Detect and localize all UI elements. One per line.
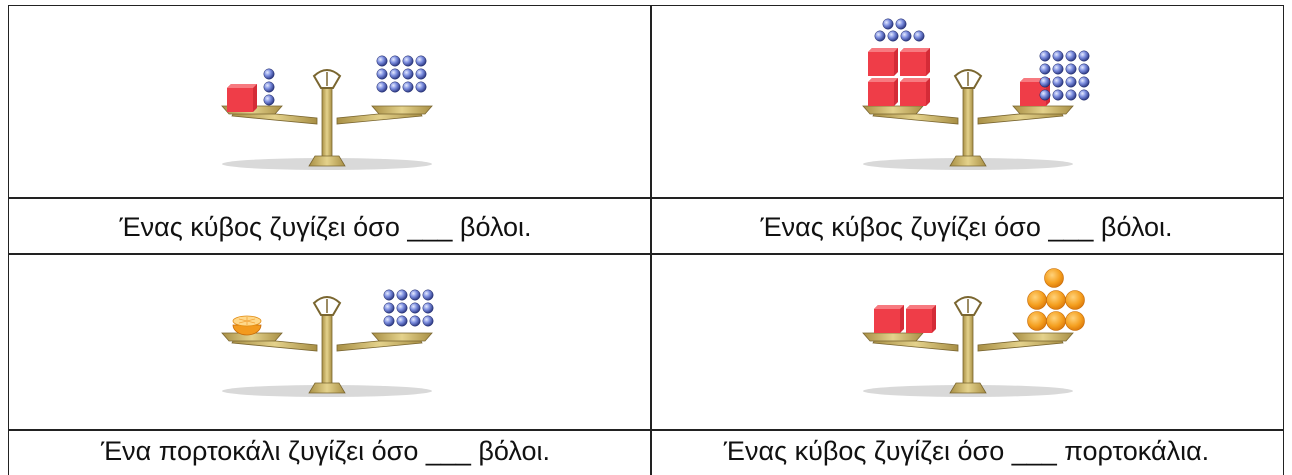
row-divider [9,197,1283,199]
row-divider [9,253,1283,255]
balance-scale-problem-3 [9,255,649,429]
problem-1-caption: Ένας κύβος ζυγίζει όσο ___ βόλοι. [119,212,532,242]
cube-icon [868,48,930,106]
balance-scale-problem-2 [650,6,1290,196]
worksheet-table: Ένας κύβος ζυγίζει όσο ___ βόλοι. Ένας κ… [8,5,1284,475]
orange-icon [1027,268,1085,331]
marble-icon [263,68,275,106]
marble-icon [1039,50,1090,101]
marble-icon [874,18,925,42]
cube-icon [227,84,257,112]
cube-icon [874,305,936,333]
orange-half-icon [232,315,262,336]
marble-icon [376,55,427,93]
balance-scale-problem-4 [650,255,1290,429]
problem-4-caption: Ένας κύβος ζυγίζει όσο ___ πορτοκάλια. [723,436,1210,466]
problem-3-caption: Ένα πορτοκάλι ζυγίζει όσο ___ βόλοι. [100,436,551,466]
marble-icon [383,289,434,327]
column-divider [650,6,652,475]
balance-scale-problem-1 [9,6,649,196]
row-divider [9,429,1283,431]
problem-2-caption: Ένας κύβος ζυγίζει όσο ___ βόλοι. [760,212,1173,242]
